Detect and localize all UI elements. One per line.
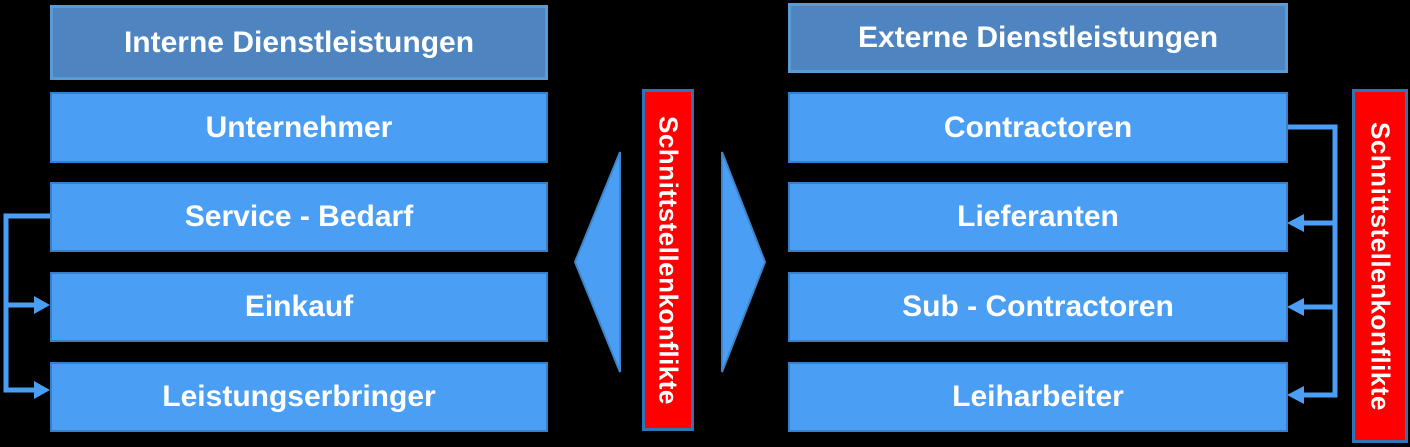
box-label: Service - Bedarf: [184, 200, 414, 233]
box-service-bedarf: Service - Bedarf: [50, 182, 548, 252]
arrow-right-icon: [34, 381, 50, 399]
conflict-label: Schnittstellenkonflikte: [653, 115, 684, 405]
header-label: Externe Dienstleistungen: [857, 21, 1219, 54]
box-leiharbeiter: Leiharbeiter: [788, 362, 1288, 432]
arrow-left-icon: [1287, 214, 1304, 232]
right-connector-line: [1287, 124, 1338, 398]
box-label: Lieferanten: [957, 200, 1119, 233]
box-einkauf: Einkauf: [50, 272, 548, 342]
box-interne-dienstleistungen: Interne Dienstleistungen: [50, 5, 548, 80]
box-label: Sub - Contractoren: [902, 290, 1174, 323]
box-label: Unternehmer: [205, 110, 393, 144]
conflict-bar-right: Schnittstellenkonflikte: [1352, 89, 1408, 443]
box-contractoren: Contractoren: [788, 92, 1288, 163]
box-leistungserbringer: Leistungserbringer: [50, 362, 548, 432]
arrow-right-icon: [34, 296, 50, 314]
box-label: Leistungserbringer: [162, 380, 436, 413]
box-label: Leiharbeiter: [952, 380, 1124, 413]
box-unternehmer: Unternehmer: [50, 92, 548, 163]
box-externe-dienstleistungen: Externe Dienstleistungen: [788, 3, 1288, 73]
arrow-left-icon: [1287, 298, 1304, 316]
box-label: Einkauf: [244, 290, 354, 323]
header-label: Interne Dienstleistungen: [123, 25, 475, 59]
conflict-bar-center: Schnittstellenkonflikte: [642, 89, 694, 431]
box-label: Contractoren: [943, 110, 1133, 144]
box-sub-contractoren: Sub - Contractoren: [788, 272, 1288, 342]
arrow-left-icon: [1287, 386, 1304, 404]
triangle-left-icon: [573, 151, 621, 373]
box-lieferanten: Lieferanten: [788, 182, 1288, 252]
triangle-right-icon: [721, 151, 767, 373]
conflict-label: Schnittstellenkonflikte: [1365, 121, 1396, 411]
